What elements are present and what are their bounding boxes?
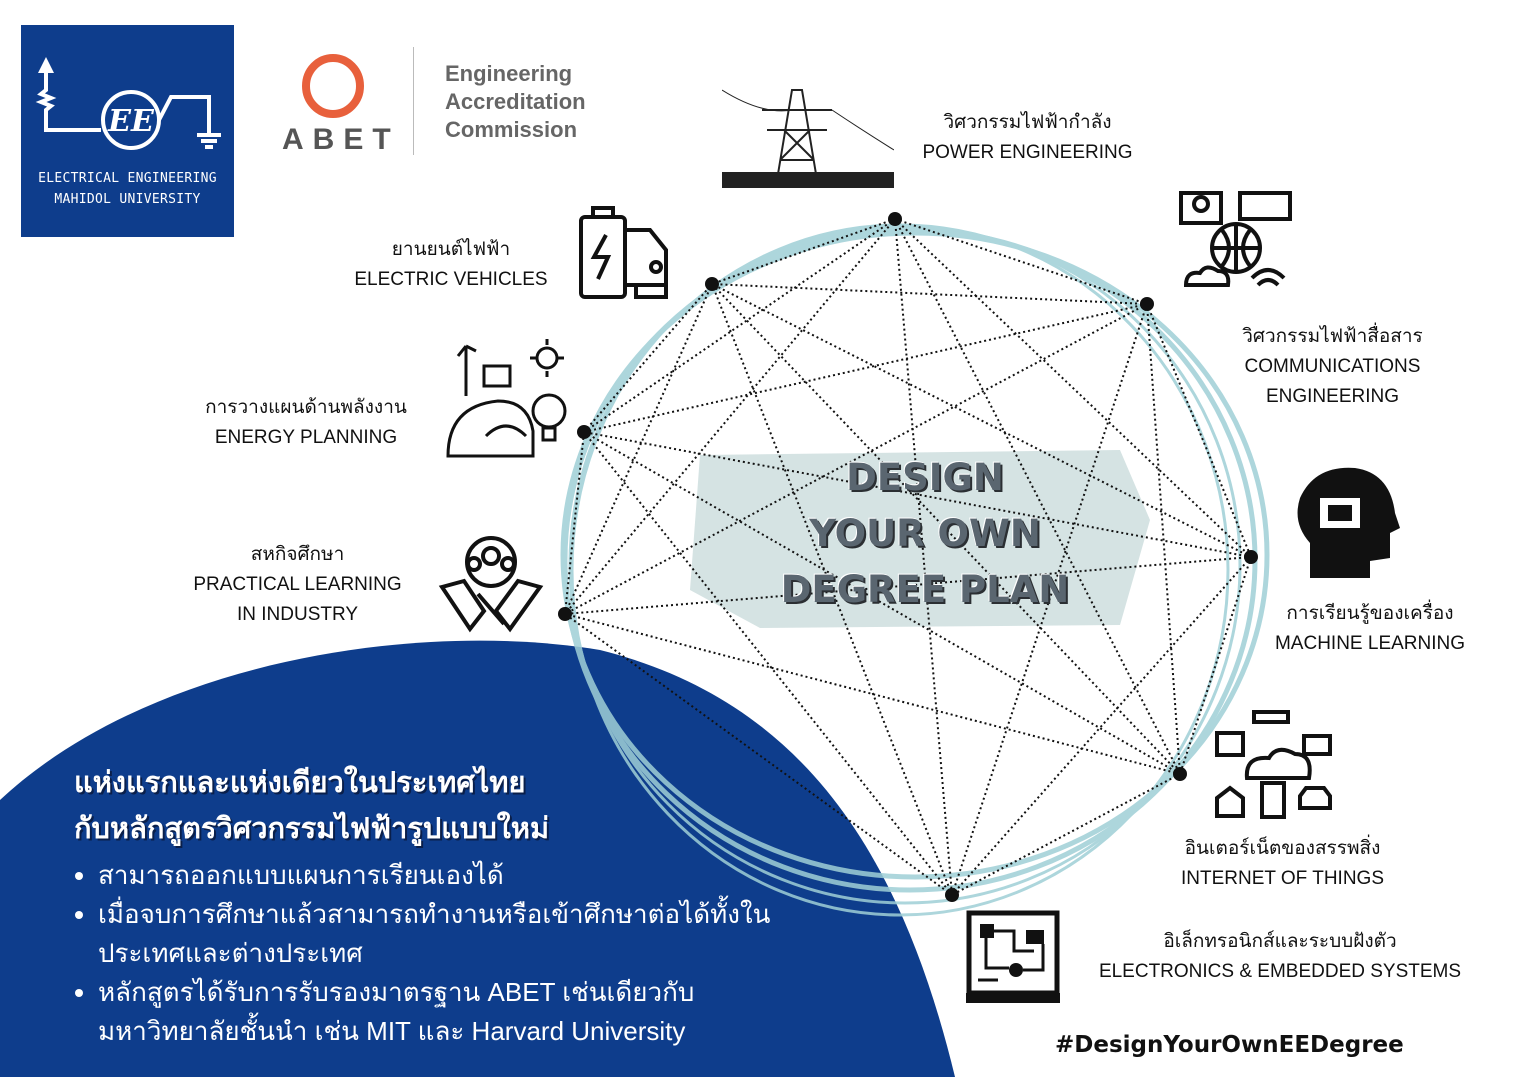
track-th: การเรียนรู้ของเครื่อง [1286, 603, 1454, 624]
connection-line [711, 283, 1252, 558]
track-energy-planning: การวางแผนด้านพลังงาน ENERGY PLANNING [180, 393, 432, 453]
node-dot [705, 277, 719, 291]
swirl-ring [568, 225, 1242, 905]
power-tower-icon [722, 89, 894, 188]
node-dot [558, 607, 572, 621]
connection-line [951, 773, 1181, 896]
bullet-list: สามารถออกแบบแผนการเรียนเองได้ เมื่อจบการ… [74, 856, 788, 1051]
track-en: PRACTICAL LEARNING [193, 574, 402, 595]
node-dot [1140, 297, 1154, 311]
connection-line [894, 218, 1252, 558]
connection-line [1146, 303, 1252, 558]
ev-icon [579, 206, 668, 299]
connection-line [583, 431, 953, 896]
connection-line [951, 556, 1252, 896]
track-th: วิศวกรรมไฟฟ้ากำลัง [943, 112, 1112, 133]
communications-icon [1179, 191, 1292, 287]
node-dot [577, 425, 591, 439]
track-en: ELECTRONICS & EMBEDDED SYSTEMS [1098, 961, 1462, 982]
ai-head-icon [1297, 467, 1400, 578]
track-th: ยานยนต์ไฟฟ้า [391, 239, 511, 260]
node-dot [1173, 767, 1187, 781]
connection-lines [564, 218, 1252, 896]
connection-line [951, 303, 1148, 896]
track-en: ENGINEERING [1265, 386, 1400, 407]
brush-stroke [690, 450, 1150, 628]
track-th: อิเล็กทรอนิกส์และระบบฝังตัว [1163, 931, 1397, 952]
abet-divider [413, 47, 414, 155]
abet-line: Engineering [445, 61, 573, 86]
track-practical-learning: สหกิจศึกษา PRACTICAL LEARNING IN INDUSTR… [170, 540, 425, 630]
swirl-ring [560, 230, 1270, 880]
abet-line: Commission [445, 117, 578, 142]
ee-logo-line2: MAHIDOL UNIVERSITY [54, 192, 201, 207]
connection-line [894, 218, 1148, 305]
connection-line [711, 218, 896, 285]
abet-ring-icon [302, 54, 364, 118]
center-title: DESIGN YOUR OWN DEGREE PLAN [740, 450, 1110, 618]
track-en: ELECTRIC VEHICLES [354, 269, 548, 290]
connection-line [583, 303, 1148, 433]
track-th: อินเตอร์เน็ตของสรรพสิ่ง [1184, 838, 1381, 859]
connection-line [894, 218, 953, 896]
connection-line [564, 431, 585, 615]
handshake-icon [438, 536, 544, 633]
track-power: วิศวกรรมไฟฟ้ากำลัง POWER ENGINEERING [905, 108, 1150, 168]
ee-mahidol-logo: EE ELECTRICAL ENGINEERING MAHIDOL UNIVER… [21, 25, 234, 237]
headline-line: กับหลักสูตรวิศวกรรมไฟฟ้ารูปแบบใหม่ [74, 813, 550, 845]
track-electric-vehicles: ยานยนต์ไฟฟ้า ELECTRIC VEHICLES [340, 235, 562, 295]
svg-text:EE: EE [107, 104, 155, 139]
connection-line [583, 431, 1252, 558]
headline-line: แห่งแรกและแห่งเดียวในประเทศไทย [74, 767, 526, 799]
connection-line [564, 283, 713, 615]
ee-circuit-logo-icon: EE [35, 57, 221, 150]
track-en: POWER ENGINEERING [922, 142, 1133, 163]
abet-logo: ABET Engineering Accreditation Commissio… [280, 45, 610, 165]
bottom-info-panel: แห่งแรกและแห่งเดียวในประเทศไทย กับหลักสู… [74, 760, 788, 1051]
track-en: INTERNET OF THINGS [1180, 868, 1385, 889]
track-en: COMMUNICATIONS [1244, 356, 1421, 377]
bullet-item: หลักสูตรได้รับการรับรองมาตรฐาน ABET เช่น… [98, 973, 758, 1051]
track-en: MACHINE LEARNING [1274, 633, 1466, 654]
track-iot: อินเตอร์เน็ตของสรรพสิ่ง INTERNET OF THIN… [1150, 834, 1415, 894]
track-electronics: อิเล็กทรอนิกส์และระบบฝังตัว ELECTRONICS … [1075, 927, 1485, 987]
track-th: สหกิจศึกษา [250, 544, 345, 565]
track-th: วิศวกรรมไฟฟ้าสื่อสาร [1242, 326, 1423, 347]
iot-icon [1215, 710, 1332, 819]
center-title-line: DEGREE PLAN [780, 568, 1070, 611]
track-th: การวางแผนด้านพลังงาน [205, 397, 407, 418]
ee-logo-line1: ELECTRICAL ENGINEERING [38, 171, 217, 186]
track-machine-learning: การเรียนรู้ของเครื่อง MACHINE LEARNING [1250, 599, 1490, 659]
swirl-ring [570, 223, 1230, 917]
node-dot [888, 212, 902, 226]
connection-line [1179, 556, 1252, 775]
circuit-board-icon [966, 910, 1060, 1003]
abet-line: Accreditation [445, 89, 586, 114]
center-title-line: YOUR OWN [809, 512, 1041, 555]
bullet-item: สามารถออกแบบแผนการเรียนเองได้ [98, 856, 788, 895]
hashtag: #DesignYourOwnEEDegree [1055, 1032, 1404, 1058]
track-en: ENERGY PLANNING [214, 427, 398, 448]
center-title-line: DESIGN [846, 456, 1004, 499]
nodes [558, 212, 1258, 902]
connection-line [564, 218, 896, 615]
node-dot [1244, 550, 1258, 564]
connection-line [1146, 303, 1181, 775]
node-dot [945, 888, 959, 902]
abet-wordmark: ABET [282, 123, 400, 156]
connection-line [894, 218, 1181, 775]
energy-icon [446, 339, 567, 458]
connection-line [564, 613, 1181, 775]
bullet-item: เมื่อจบการศึกษาแล้วสามารถทำงานหรือเข้าศึ… [98, 895, 788, 973]
track-en: IN INDUSTRY [236, 604, 359, 625]
track-communications: วิศวกรรมไฟฟ้าสื่อสาร COMMUNICATIONS ENGI… [1210, 322, 1455, 412]
